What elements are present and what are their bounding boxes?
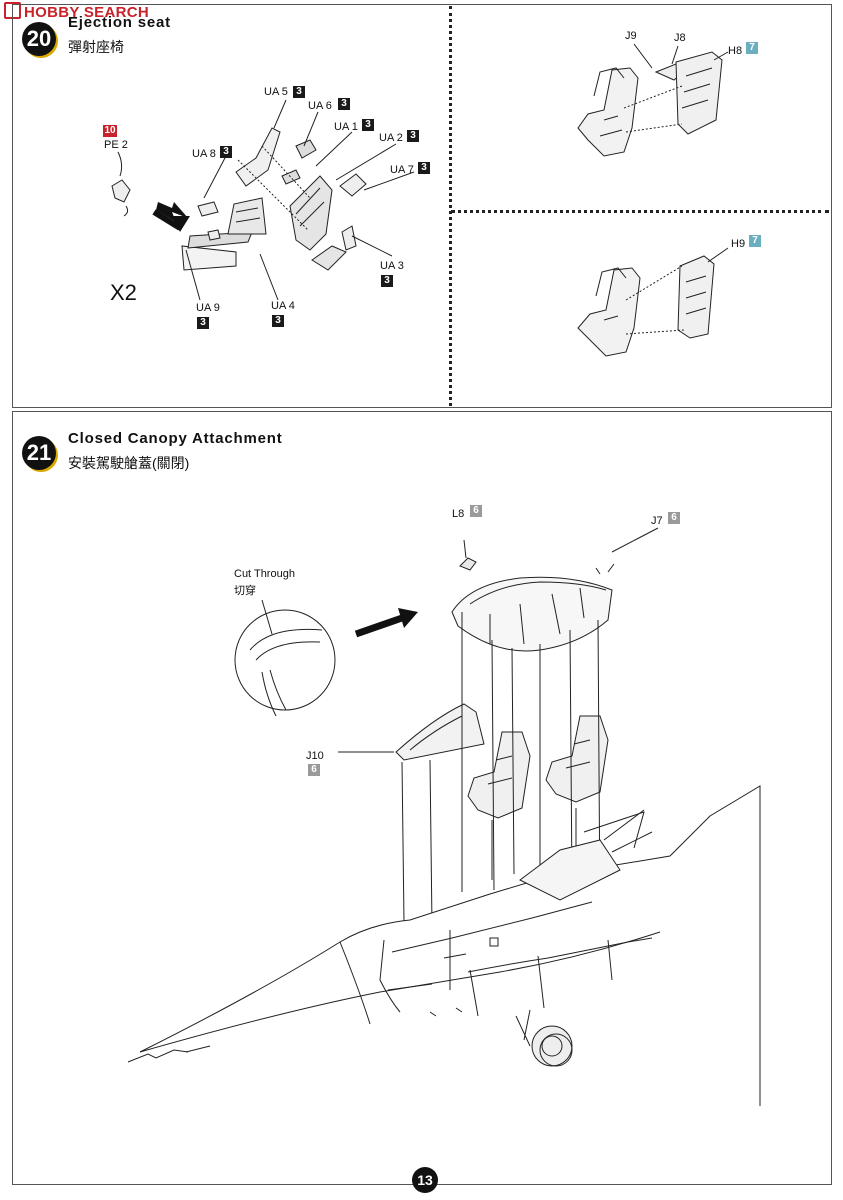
part-badge-ua2: 3 bbox=[407, 130, 419, 142]
part-label-l8: L8 bbox=[452, 508, 465, 520]
step20-title: Ejection seat bbox=[68, 14, 171, 31]
step20-divider-horizontal bbox=[451, 210, 829, 213]
part-badge-ua7: 3 bbox=[418, 162, 430, 174]
part-badge-h9: 7 bbox=[749, 235, 761, 247]
part-label-ua8: UA 8 bbox=[192, 148, 216, 160]
part-label-h9: H9 bbox=[731, 238, 746, 250]
part-label-ua3: UA 3 bbox=[380, 260, 404, 272]
page-number: 13 bbox=[412, 1167, 438, 1193]
step21-number: 21 bbox=[22, 436, 56, 470]
part-badge-ua9: 3 bbox=[197, 317, 209, 329]
step20-subtitle: 彈射座椅 bbox=[68, 39, 124, 55]
part-label-ua2: UA 2 bbox=[379, 132, 403, 144]
part-label-ua1: UA 1 bbox=[334, 121, 358, 133]
part-label-j7: J7 bbox=[651, 515, 663, 527]
part-label-pe2: PE 2 bbox=[104, 139, 128, 151]
step20-panel bbox=[12, 4, 832, 408]
part-badge-j7: 6 bbox=[668, 512, 680, 524]
step21-title: Closed Canopy Attachment bbox=[68, 430, 283, 447]
part-label-ua9: UA 9 bbox=[196, 302, 220, 314]
part-badge-ua8: 3 bbox=[220, 146, 232, 158]
part-badge-ua6: 3 bbox=[338, 98, 350, 110]
cut-through-label-cn: 切穿 bbox=[234, 585, 256, 597]
part-badge-pe2: 10 bbox=[103, 125, 117, 137]
part-badge-ua1: 3 bbox=[362, 119, 374, 131]
part-label-j8: J8 bbox=[674, 32, 686, 44]
part-badge-h8: 7 bbox=[746, 42, 758, 54]
part-label-j10: J10 bbox=[306, 750, 324, 762]
part-badge-ua5: 3 bbox=[293, 86, 305, 98]
part-label-j9: J9 bbox=[625, 30, 637, 42]
part-badge-ua4: 3 bbox=[272, 315, 284, 327]
step21-subtitle: 安裝駕駛艙蓋(關閉) bbox=[68, 455, 190, 471]
step20-divider-vertical bbox=[449, 6, 452, 406]
part-label-ua7: UA 7 bbox=[390, 164, 414, 176]
part-label-h8: H8 bbox=[728, 45, 743, 57]
cut-through-label: Cut Through bbox=[234, 568, 295, 580]
multiplier-x2: X2 bbox=[110, 280, 137, 305]
part-label-ua4: UA 4 bbox=[271, 300, 295, 312]
part-badge-l8: 6 bbox=[470, 505, 482, 517]
part-badge-ua3: 3 bbox=[381, 275, 393, 287]
step20-number: 20 bbox=[22, 22, 56, 56]
part-label-ua6: UA 6 bbox=[308, 100, 332, 112]
part-label-ua5: UA 5 bbox=[264, 86, 288, 98]
part-badge-j10: 6 bbox=[308, 764, 320, 776]
